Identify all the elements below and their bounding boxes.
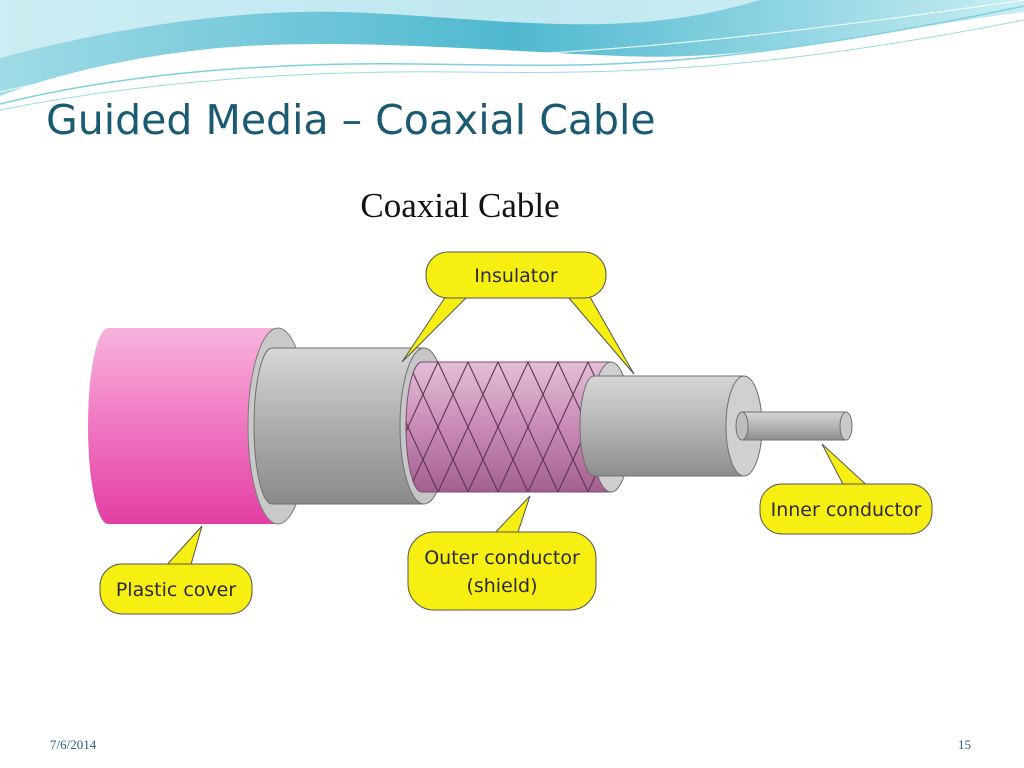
inner-conductor-callout: Inner conductor [759, 443, 933, 535]
insulator-label: Insulator [474, 265, 558, 287]
insulator-callout: Insulator [401, 251, 635, 375]
plastic-cover-label: Plastic cover [116, 579, 236, 601]
slide-number: 15 [958, 737, 971, 752]
footer-date: 7/6/2014 [50, 737, 97, 752]
inner-conductor-label: Inner conductor [771, 499, 922, 521]
slide-title: Guided Media – Coaxial Cable [46, 96, 656, 144]
outer-conductor-sublabel: (shield) [466, 575, 537, 597]
plastic-cover-callout: Plastic cover [99, 525, 253, 615]
coaxial-cable-diagram: Insulator Plastic cover Outer conductor … [88, 251, 933, 615]
header-wave-decoration [0, 0, 1024, 111]
outer-conductor-label: Outer conductor [424, 547, 580, 569]
diagram-caption: Coaxial Cable [360, 186, 560, 225]
outer-conductor-callout: Outer conductor (shield) [407, 495, 597, 611]
inner-conductor-wire [735, 411, 853, 441]
dielectric-layer [579, 375, 763, 477]
